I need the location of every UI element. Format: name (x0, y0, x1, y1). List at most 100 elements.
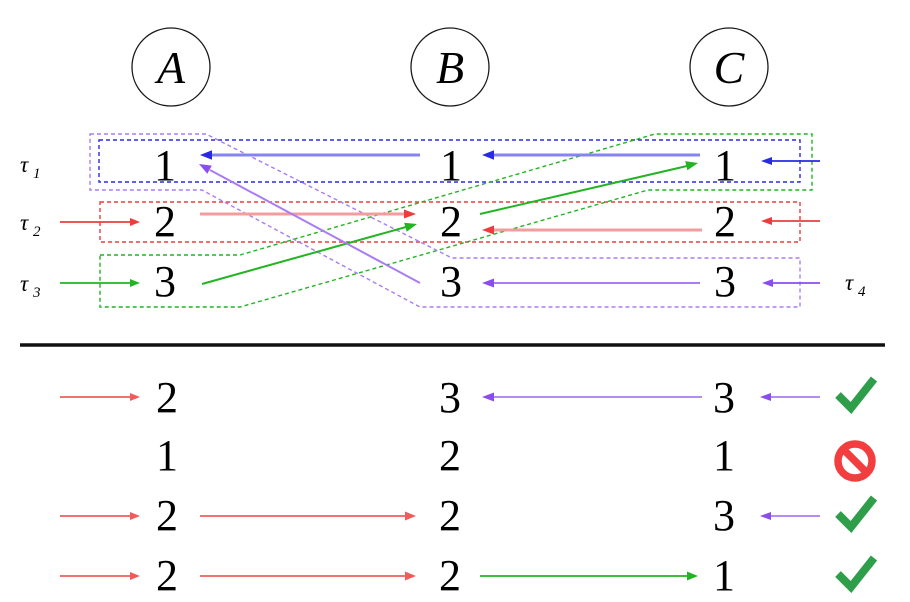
node-circle (689, 27, 769, 107)
history1-violet-client-arrow (760, 393, 820, 401)
tau2-label: τ 2 (20, 210, 41, 240)
tau4-label: τ 4 (845, 270, 866, 300)
arrow-head (200, 150, 212, 160)
tau2-replication-arrow-C-to-B (482, 225, 702, 235)
arrow-head (130, 279, 140, 287)
history4-value-B: 2 (439, 551, 461, 600)
tau1-label-base: τ (20, 152, 29, 177)
arrow-head (404, 222, 417, 232)
history3-red-client-arrow (60, 512, 140, 520)
tau3-label: τ 3 (20, 271, 41, 301)
node-B: B (410, 27, 490, 107)
history1-violet-long-arrow-C-to-B (482, 392, 702, 402)
tau3-order-band (99, 133, 813, 308)
arrow-head (130, 512, 140, 520)
arrow-shaft (201, 226, 407, 285)
history1-value-B: 3 (439, 373, 461, 422)
tau3-replication-arrow-A-to-B (201, 222, 417, 285)
arrow-head (404, 209, 416, 219)
arrow-head (482, 225, 494, 235)
slot-B-row1: 1 (440, 141, 462, 190)
history3-value-A: 2 (156, 491, 178, 540)
node-circle (131, 27, 211, 107)
tau1-label: τ 1 (20, 152, 41, 182)
history3-red-long-arrow-A-to-B (200, 511, 416, 521)
tau4-label-base: τ (845, 270, 854, 295)
slot-B-row2: 2 (440, 197, 462, 246)
history4-red-long-arrow-A-to-B (200, 571, 416, 581)
arrow-head (405, 571, 416, 581)
slot-A-row3: 3 (154, 257, 176, 306)
node-label-B: B (436, 42, 464, 93)
arrow-head (130, 572, 140, 580)
history4-value-A: 2 (156, 551, 178, 600)
history3-value-C: 3 (713, 491, 735, 540)
history4-value-C: 1 (713, 551, 735, 600)
checkmark-icon (835, 555, 878, 594)
arrow-head (482, 392, 494, 402)
history4-green-long-arrow-B-to-C (480, 571, 698, 581)
tau2-label-base: τ (20, 210, 29, 235)
checkmark-icon (835, 376, 878, 415)
slot-A-row2: 2 (154, 197, 176, 246)
history2-value-A: 1 (156, 431, 178, 480)
tau1-client-arrow-to-C (761, 157, 820, 165)
slot-B-row3: 3 (440, 257, 462, 306)
arrow-head (760, 512, 771, 520)
arrow-head (482, 278, 494, 288)
slot-C-row2: 2 (714, 197, 736, 246)
arrow-head (130, 218, 140, 226)
history1-value-A: 2 (156, 373, 178, 422)
prohibition-slash (840, 446, 870, 476)
tau3-client-arrow-to-A (60, 279, 140, 287)
arrow-head (130, 393, 140, 401)
arrow-head (405, 511, 416, 521)
tau2-label-sub: 2 (33, 224, 41, 240)
tau3-replication-arrow-B-to-C (479, 161, 698, 215)
tau4-client-arrow-to-C (762, 279, 820, 287)
history2-value-C: 1 (713, 431, 735, 480)
tau1-replication-arrow-C-to-B (482, 150, 700, 160)
node-label-C: C (714, 42, 746, 93)
history-row-2: 1 2 1 (156, 431, 876, 482)
history4-red-client-arrow (60, 572, 140, 580)
tau1-label-sub: 1 (33, 166, 41, 182)
checkmark-icon (835, 495, 878, 534)
history3-value-B: 2 (439, 491, 461, 540)
history-row-3: 2 2 3 (60, 491, 878, 540)
tau2-replication-arrow-A-to-B (200, 209, 416, 219)
slot-A-row1: 1 (154, 141, 176, 190)
arrow-head (760, 393, 771, 401)
tau3-label-base: τ (20, 271, 29, 296)
history1-value-C: 3 (713, 373, 735, 422)
node-A: A (131, 27, 211, 107)
arrow-head (761, 157, 772, 165)
history-row-1: 2 3 3 (60, 373, 878, 422)
tau3-label-sub: 3 (32, 285, 41, 301)
arrow-head (199, 164, 212, 174)
tau2-client-arrow-to-C (761, 217, 820, 225)
prohibition-ring (834, 440, 876, 482)
arrow-shaft (479, 165, 688, 215)
arrow-head (762, 279, 773, 287)
tau4-label-sub: 4 (858, 284, 866, 300)
history1-red-client-arrow (60, 393, 140, 401)
node-C: C (689, 27, 769, 107)
history-row-4: 2 2 1 (60, 551, 878, 600)
history2-value-B: 2 (439, 431, 461, 480)
slot-C-row1: 1 (714, 141, 736, 190)
slot-C-row3: 3 (714, 257, 736, 306)
arrow-head (687, 571, 698, 581)
tau4-replication-arrow-C-to-B (482, 278, 700, 288)
tau1-replication-arrow-B-to-A (200, 150, 420, 160)
arrow-head (761, 217, 772, 225)
arrow-head (685, 161, 698, 171)
history3-violet-client-arrow (760, 512, 820, 520)
prohibition-icon (834, 440, 876, 482)
arrow-head (482, 150, 494, 160)
tau2-client-arrow-to-A (60, 218, 140, 226)
node-circle (410, 27, 490, 107)
tau4-replication-arrow-B-to-A (199, 164, 421, 284)
